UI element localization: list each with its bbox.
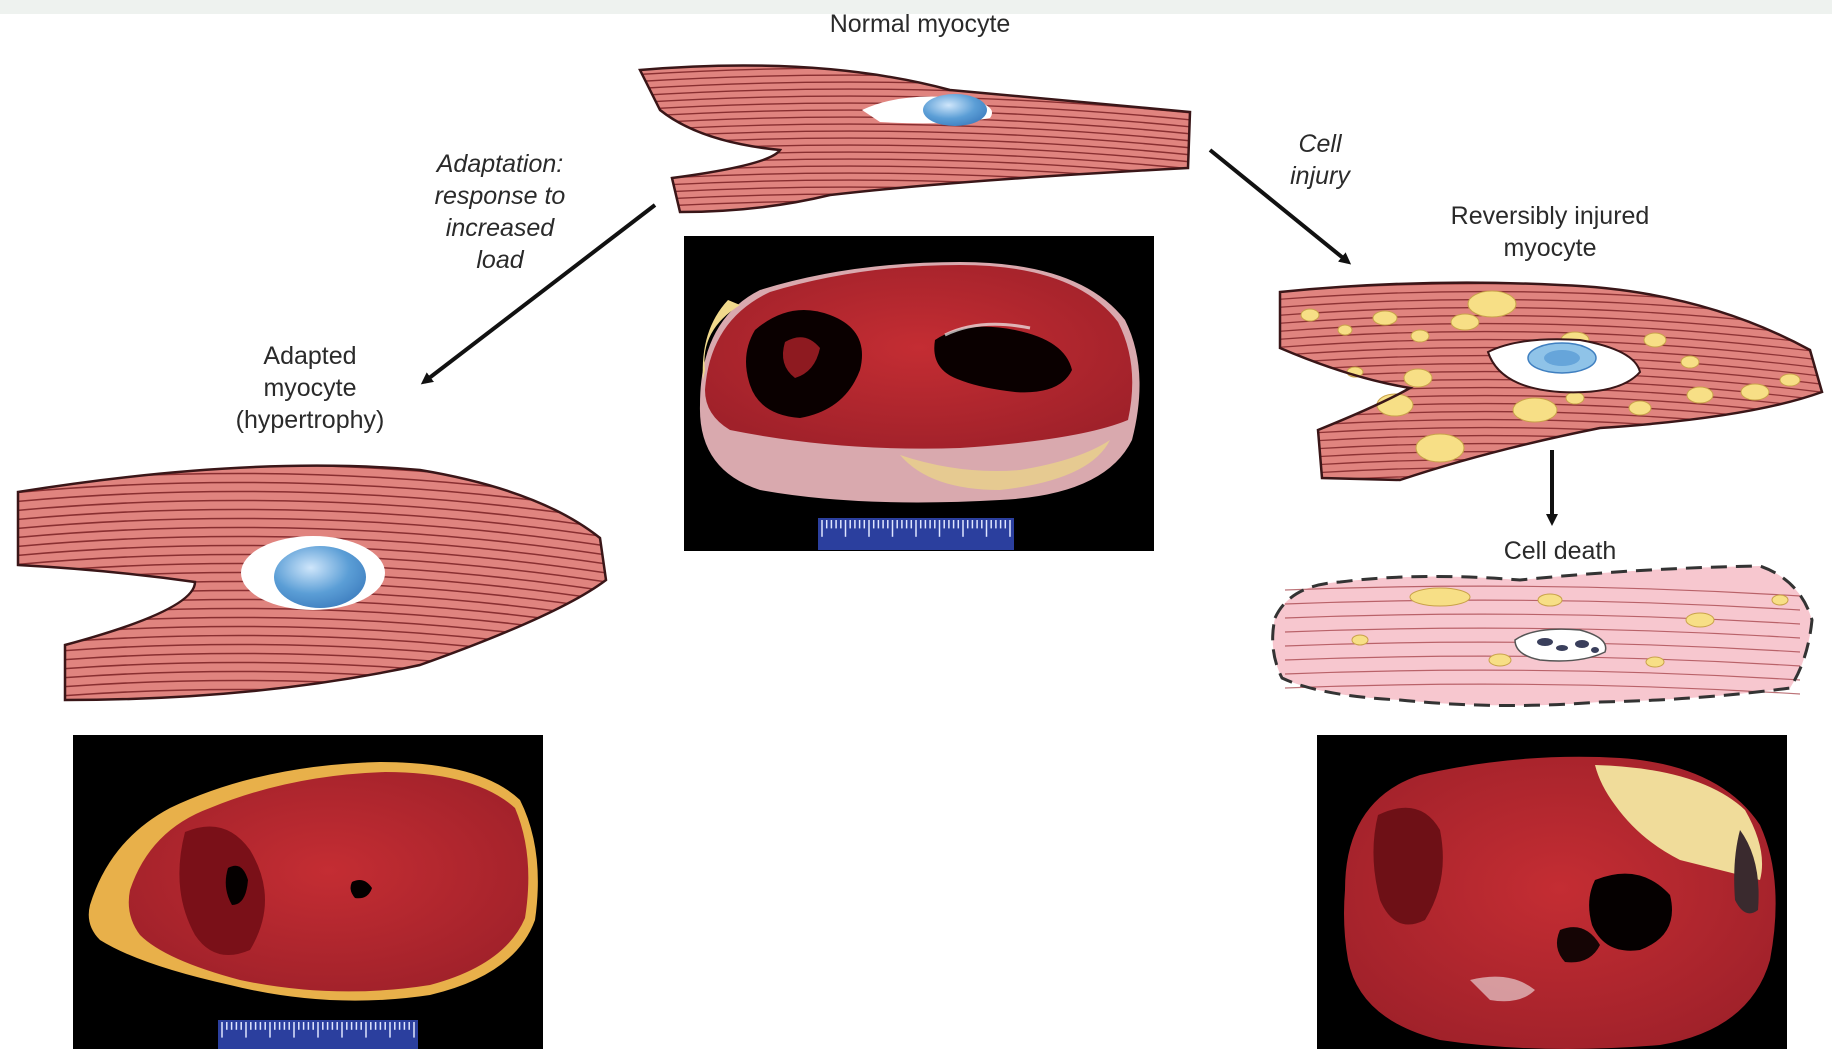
nucleus-icon (923, 94, 987, 126)
nucleus-icon (274, 546, 366, 608)
label-line: Adapted (190, 340, 430, 372)
photo-infarcted-heart (1317, 735, 1787, 1049)
label-reversibly-injured: Reversibly injured myocyte (1380, 200, 1720, 264)
photo-normal-heart (684, 236, 1154, 551)
label-line: (hypertrophy) (190, 404, 430, 436)
normal-myocyte (630, 33, 1200, 240)
label-line: Reversibly injured (1380, 200, 1720, 232)
label-adaptation: Adaptation: response to increased load (380, 148, 620, 276)
label-normal-myocyte: Normal myocyte (760, 8, 1080, 40)
photo-hypertrophy-heart (73, 735, 543, 1049)
label-cell-injury: Cell injury (1235, 128, 1405, 192)
label-line: Adaptation: (380, 148, 620, 180)
label-line: myocyte (190, 372, 430, 404)
label-cell-death: Cell death (1440, 535, 1680, 567)
adapted-myocyte (0, 428, 620, 737)
label-line: injury (1235, 160, 1405, 192)
label-line: Cell (1235, 128, 1405, 160)
label-line: response to (380, 180, 620, 212)
label-adapted-myocyte: Adapted myocyte (hypertrophy) (190, 340, 430, 436)
label-line: increased (380, 212, 620, 244)
label-line: load (380, 244, 620, 276)
label-line: myocyte (1380, 232, 1720, 264)
dead-cell (1273, 566, 1812, 706)
